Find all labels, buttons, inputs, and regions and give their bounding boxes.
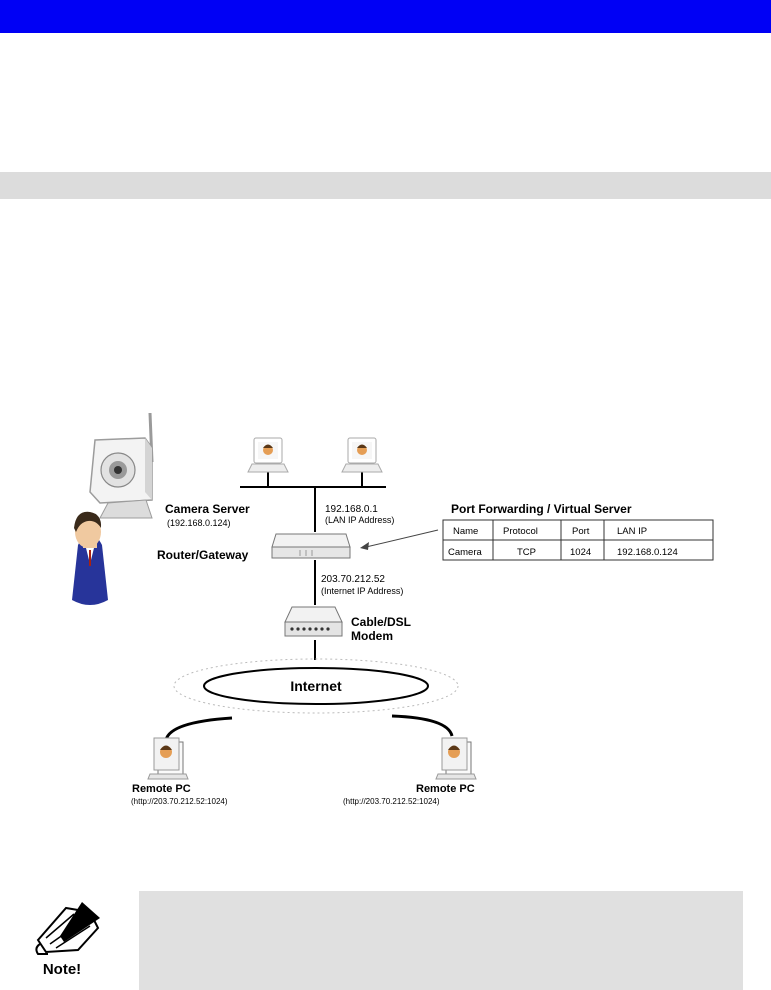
internet-label: Internet	[290, 678, 342, 694]
remote-pc-right-label: Remote PC	[416, 783, 475, 795]
table-header-port: Port	[572, 526, 590, 537]
internet-cloud	[173, 658, 459, 714]
table-header-protocol: Protocol	[503, 526, 538, 537]
network-diagram: Camera Server (192.168.0.124) 192.168.0.…	[72, 412, 714, 806]
camera-server-ip: (192.168.0.124)	[167, 518, 231, 528]
local-pc-icon	[341, 437, 383, 473]
wan-ip-address: 203.70.212.52	[321, 574, 385, 585]
remote-pc-icon	[147, 737, 189, 780]
table-cell-lan-ip: 192.168.0.124	[617, 547, 678, 558]
modem-label-line-2: Modem	[351, 629, 393, 643]
forwarding-arrow	[360, 529, 439, 550]
section-heading-bar	[0, 172, 771, 199]
lan-ip-address: 192.168.0.1	[325, 504, 378, 515]
table-cell-protocol: TCP	[517, 547, 536, 558]
remote-pc-left-label: Remote PC	[132, 783, 191, 795]
camera-server-icon	[89, 412, 154, 519]
lan-ip-label: (LAN IP Address)	[325, 515, 394, 525]
remote-connection-line-right	[391, 714, 454, 737]
router-label: Router/Gateway	[157, 548, 249, 562]
note-box	[139, 891, 743, 990]
remote-pc-left-url: (http://203.70.212.52:1024)	[131, 797, 228, 806]
note-label: Note!	[43, 961, 81, 978]
table-cell-port: 1024	[570, 547, 591, 558]
remote-connection-line-left	[164, 716, 233, 741]
remote-pc-right-url: (http://203.70.212.52:1024)	[343, 797, 440, 806]
top-header-bar	[0, 0, 771, 33]
wan-ip-label: (Internet IP Address)	[321, 586, 403, 596]
remote-pc-icon	[435, 737, 477, 780]
router-icon	[271, 533, 351, 559]
port-forwarding-table	[442, 519, 714, 561]
modem-icon	[284, 606, 343, 637]
note-hand-icon: Note!	[35, 902, 100, 978]
local-pc-icon	[247, 437, 289, 473]
camera-server-label: Camera Server	[165, 502, 250, 516]
port-forwarding-title: Port Forwarding / Virtual Server	[451, 502, 632, 516]
table-header-name: Name	[453, 526, 478, 537]
lan-network-lines	[240, 472, 386, 660]
person-icon	[72, 511, 108, 605]
modem-label-line-1: Cable/DSL	[351, 615, 411, 629]
table-header-lan-ip: LAN IP	[617, 526, 647, 537]
table-cell-name: Camera	[448, 547, 483, 558]
